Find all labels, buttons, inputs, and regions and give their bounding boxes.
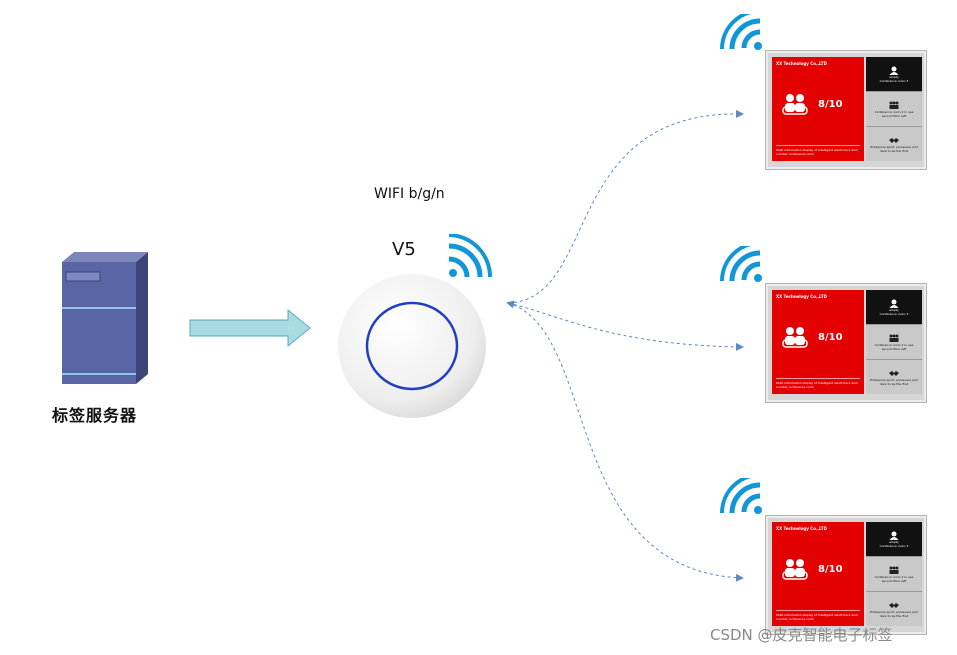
ap-model-label: V5 bbox=[392, 239, 416, 260]
server-label: 标签服务器 bbox=[52, 406, 138, 425]
tag-description: Multi information display of Intelligent… bbox=[776, 378, 860, 389]
wifi-signal-icon bbox=[446, 233, 492, 280]
tag-company: XX Technology Co.,LTD bbox=[776, 61, 827, 66]
tag-room-text: Enterprise spirit: persevere and bbox=[870, 609, 918, 614]
tag-count: 8/10 bbox=[818, 564, 843, 575]
tag-company: XX Technology Co.,LTD bbox=[776, 526, 827, 531]
tag-room-sub: second floor left bbox=[881, 578, 907, 583]
wifi-signal-icon bbox=[720, 9, 764, 58]
tag-room-cell: Enterprise spirit: persevere and dare to… bbox=[866, 360, 922, 394]
electronic-tag-display: XX Technology Co.,LTD 8/10 Multi informa… bbox=[765, 515, 927, 635]
tag-room-sub: dare to be the first bbox=[879, 381, 909, 386]
handshake-icon bbox=[889, 370, 899, 376]
tag-room-sub: second floor left bbox=[881, 113, 907, 118]
tag-room-text: Conference room 2 in use bbox=[874, 342, 914, 347]
tag-room-text: Conference room 2 in use bbox=[874, 574, 914, 579]
tag-room-text: Enterprise spirit: persevere and bbox=[870, 377, 918, 382]
link-to-tag-1 bbox=[507, 109, 744, 304]
watermark: CSDN @皮克智能电子标签 bbox=[710, 626, 893, 644]
tag-room-sub: Conference room 3 bbox=[879, 311, 909, 316]
tag-count: 8/10 bbox=[818, 99, 843, 110]
people-icon bbox=[782, 559, 808, 580]
electronic-tag-display: XX Technology Co.,LTD 8/10 Multi informa… bbox=[765, 50, 927, 170]
tag-room-cell: Enterprise spirit: persevere and dare to… bbox=[866, 592, 922, 626]
tag-room-sub: Conference room 3 bbox=[879, 543, 909, 548]
tag-description: Multi information display of Intelligent… bbox=[776, 145, 860, 156]
handshake-icon bbox=[889, 602, 899, 608]
tag-room-list: empty Conference room 3 Conference room … bbox=[866, 522, 922, 626]
tag-room-cell: Conference room 2 in use second floor le… bbox=[866, 92, 922, 127]
link-to-tag-2 bbox=[506, 300, 744, 351]
meeting-icon bbox=[889, 101, 899, 109]
people-icon bbox=[782, 327, 808, 348]
tag-room-list: empty Conference room 3 Conference room … bbox=[866, 57, 922, 161]
tag-room-cell: empty Conference room 3 bbox=[866, 290, 922, 325]
tag-main-panel: XX Technology Co.,LTD 8/10 Multi informa… bbox=[772, 57, 864, 161]
data-flow-arrow bbox=[188, 308, 313, 348]
wireless-access-point-icon bbox=[336, 272, 488, 420]
tag-main-panel: XX Technology Co.,LTD 8/10 Multi informa… bbox=[772, 522, 864, 626]
tag-room-cell: Conference room 2 in use second floor le… bbox=[866, 325, 922, 360]
tag-room-sub: Conference room 3 bbox=[879, 78, 909, 83]
tag-room-cell: Enterprise spirit: persevere and dare to… bbox=[866, 127, 922, 161]
tag-room-text: Enterprise spirit: persevere and bbox=[870, 144, 918, 149]
tag-count: 8/10 bbox=[818, 332, 843, 343]
wifi-signal-icon bbox=[720, 473, 764, 522]
tag-room-sub: dare to be the first bbox=[879, 613, 909, 618]
person-icon bbox=[889, 299, 899, 308]
tag-description: Multi information display of Intelligent… bbox=[776, 610, 860, 621]
tag-room-text: Conference room 2 in use bbox=[874, 109, 914, 114]
tag-room-cell: empty Conference room 3 bbox=[866, 522, 922, 557]
tag-main-panel: XX Technology Co.,LTD 8/10 Multi informa… bbox=[772, 290, 864, 394]
person-icon bbox=[889, 66, 899, 75]
tag-room-text: empty bbox=[889, 74, 899, 79]
tag-company: XX Technology Co.,LTD bbox=[776, 294, 827, 299]
electronic-tag-display: XX Technology Co.,LTD 8/10 Multi informa… bbox=[765, 283, 927, 403]
tag-room-sub: second floor left bbox=[881, 346, 907, 351]
tag-room-text: empty bbox=[889, 539, 899, 544]
person-icon bbox=[889, 531, 899, 540]
meeting-icon bbox=[889, 566, 899, 574]
tag-room-text: empty bbox=[889, 307, 899, 312]
protocol-label: WIFI b/g/n bbox=[374, 186, 445, 202]
tag-room-cell: empty Conference room 3 bbox=[866, 57, 922, 92]
link-to-tag-3 bbox=[507, 302, 744, 582]
meeting-icon bbox=[889, 334, 899, 342]
tag-room-sub: dare to be the first bbox=[879, 148, 909, 153]
tag-room-list: empty Conference room 3 Conference room … bbox=[866, 290, 922, 394]
tag-room-cell: Conference room 2 in use second floor le… bbox=[866, 557, 922, 592]
wifi-signal-icon bbox=[720, 241, 764, 290]
server-icon bbox=[62, 252, 148, 384]
handshake-icon bbox=[889, 137, 899, 143]
people-icon bbox=[782, 94, 808, 115]
